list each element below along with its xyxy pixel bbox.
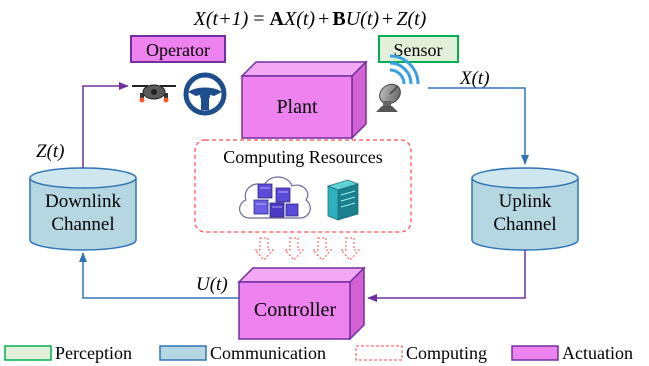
satellite-dish-icon [376, 54, 420, 112]
controller-label: Controller [254, 299, 337, 321]
sensor-label: Sensor [394, 40, 443, 60]
server-rack-icon [326, 179, 360, 221]
computing-to-controller-arrows [253, 237, 361, 261]
legend-label-actuation: Actuation [562, 343, 633, 363]
downlink-label-line2: Channel [51, 214, 114, 235]
operator-label: Operator [146, 40, 210, 60]
signal-u-label: U(t) [196, 274, 228, 295]
sensor-label-box [378, 35, 459, 63]
sensor-to-uplink-arrow [428, 87, 529, 165]
downlink-channel [29, 167, 137, 251]
drone-icon [132, 84, 176, 103]
legend-swatch-perception [4, 345, 52, 361]
downlink-to-operator-arrow [82, 82, 129, 168]
controller-block [237, 266, 366, 341]
state-equation: X(t+1)=AX(t)+BU(t)+Z(t) [193, 8, 427, 30]
uplink-label-line1: Uplink [499, 191, 552, 212]
signal-z-label: Z(t) [36, 141, 65, 162]
legend-label-computing: Computing [406, 343, 487, 363]
legend-label-perception: Perception [55, 343, 132, 363]
legend-swatch-computing [355, 345, 403, 361]
operator-label-box [130, 35, 226, 63]
uplink-to-controller-arrow [367, 250, 526, 302]
server-cloud-icon [239, 176, 311, 219]
signal-x-label: X(t) [459, 68, 490, 89]
controller-to-downlink-arrow [79, 252, 239, 299]
legend: Perception Communication Computing Actua… [4, 343, 633, 363]
uplink-channel [471, 167, 579, 251]
computing-resources-title: Computing Resources [223, 147, 383, 167]
uplink-label-line2: Channel [493, 214, 556, 235]
legend-label-communication: Communication [210, 343, 326, 363]
computing-resources-box [194, 139, 412, 233]
steering-wheel-icon [183, 72, 227, 116]
legend-swatch-actuation [511, 345, 559, 361]
plant-block [240, 60, 368, 140]
downlink-label-line1: Downlink [45, 191, 122, 212]
legend-swatch-communication [159, 345, 207, 361]
plant-label: Plant [276, 96, 318, 118]
